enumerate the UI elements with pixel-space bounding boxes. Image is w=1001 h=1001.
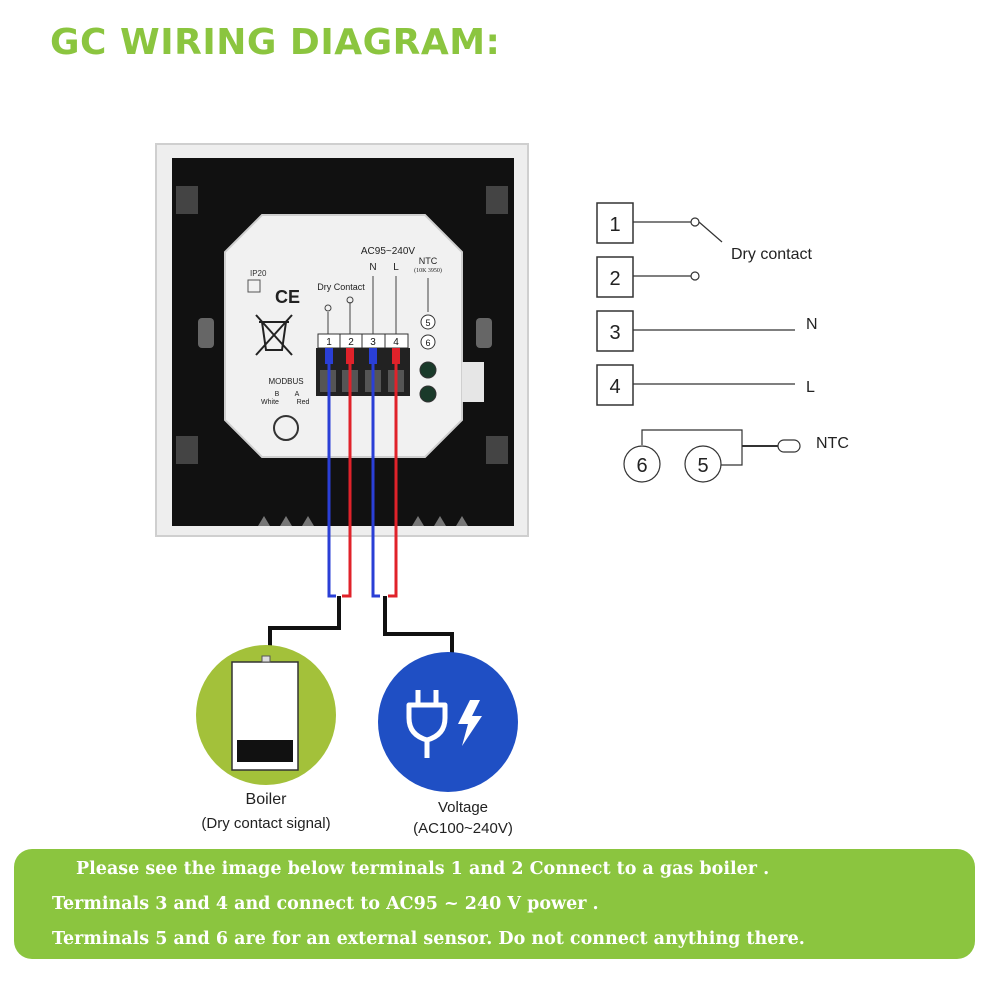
- schematic-terminal-4: [596, 364, 634, 406]
- ntc-spec: (10K 3950): [414, 267, 442, 274]
- modbus-label: MODBUS: [268, 377, 303, 386]
- modbus-b-label: B: [275, 391, 280, 398]
- schematic-terminal-1: [596, 202, 634, 244]
- l-label: L: [393, 262, 399, 273]
- schematic-ntc-5-label: 5: [697, 455, 708, 477]
- thermostat-back: IP20 CE AC95~240V Dry Contact N L NTC (1…: [155, 143, 529, 537]
- dry-contact-label: Dry Contact: [317, 282, 365, 292]
- schematic-ntc-6-label: 6: [636, 455, 647, 477]
- wire-tip-2: [346, 348, 354, 364]
- modbus-red-label: Red: [297, 399, 310, 406]
- sensor-terminal-6: 6: [425, 338, 430, 348]
- voltage-sublabel: (AC100~240V): [413, 820, 513, 837]
- power-label: AC95~240V: [361, 246, 416, 257]
- ce-mark: CE: [275, 287, 300, 307]
- schematic-ntc-label: NTC: [816, 435, 849, 452]
- schematic-ntc-5: [684, 445, 722, 483]
- schematic-terminal-1-label: 1: [609, 214, 620, 236]
- weee-bin-icon: [255, 314, 293, 356]
- schematic-l-label: L: [806, 379, 815, 396]
- schematic-ntc-6: [623, 445, 661, 483]
- wire-tip-3: [369, 348, 377, 364]
- wire-tip-1: [325, 348, 333, 364]
- ntc-label: NTC: [419, 256, 438, 266]
- modbus-port-icon: [273, 415, 299, 441]
- notes-banner: [14, 849, 975, 959]
- schematic-terminal-4-label: 4: [609, 376, 620, 398]
- schematic-n-label: N: [806, 316, 818, 333]
- note-line-1: Please see the image below terminals 1 a…: [76, 859, 770, 879]
- schematic-terminal-3: [596, 310, 634, 352]
- terminal-4-label: 4: [393, 337, 399, 348]
- terminal-1-label: 1: [326, 337, 332, 348]
- schematic-terminal-3-label: 3: [609, 322, 620, 344]
- voltage-label: Voltage: [437, 799, 489, 816]
- boiler-label: Boiler: [245, 791, 287, 808]
- schematic-terminal-2: [596, 256, 634, 298]
- power-plug-icon: [378, 652, 518, 792]
- boiler-sublabel: (Dry contact signal): [201, 815, 331, 832]
- modbus-a-label: A: [295, 391, 300, 398]
- page-title: GC WIRING DIAGRAM:: [50, 22, 501, 63]
- terminal-2-label: 2: [348, 337, 354, 348]
- note-line-3: Terminals 5 and 6 are for an external se…: [52, 929, 805, 949]
- wire-tip-4: [392, 348, 400, 364]
- schematic-dry-contact-label: Dry contact: [731, 246, 812, 263]
- n-label: N: [369, 262, 376, 273]
- boiler-icon: [196, 645, 336, 785]
- schematic-terminal-2-label: 2: [609, 268, 620, 290]
- sensor-terminal-5: 5: [425, 318, 430, 328]
- ip-label: IP20: [250, 269, 267, 278]
- ip-box-icon: [247, 279, 261, 293]
- wires: [268, 348, 454, 658]
- modbus-white-label: White: [261, 399, 279, 406]
- terminal-3-label: 3: [370, 337, 376, 348]
- note-line-2: Terminals 3 and 4 and connect to AC95 ~ …: [52, 894, 599, 914]
